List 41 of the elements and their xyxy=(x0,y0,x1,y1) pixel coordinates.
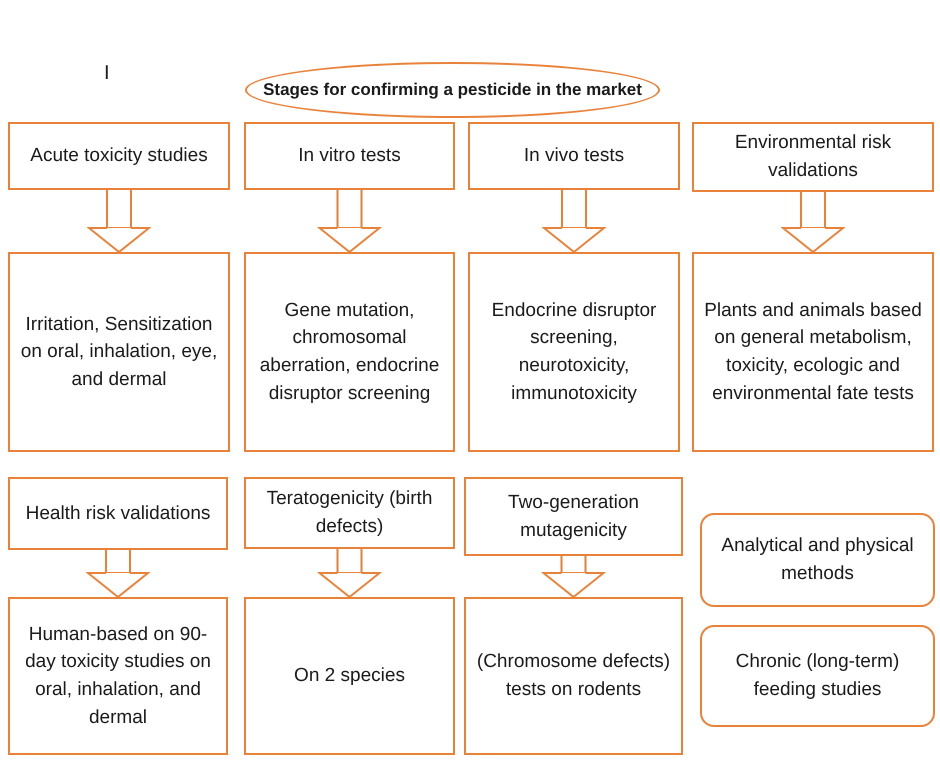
block-arrow xyxy=(318,189,380,253)
rounded-box xyxy=(700,513,935,607)
box-text: Teratogenicity (birth defects) xyxy=(266,487,434,539)
box-text: Gene mutation, chromosomal aberration, endocrine disruptor screening xyxy=(258,298,440,406)
block-arrow xyxy=(782,191,844,253)
block-arrow xyxy=(87,549,149,598)
process-box xyxy=(8,122,230,190)
block-arrow xyxy=(543,189,605,253)
box-text: Environmental risk validations xyxy=(734,131,892,183)
box-text: Analytical and physical methods xyxy=(720,534,915,586)
block-arrow xyxy=(318,548,380,598)
process-box xyxy=(468,252,680,452)
box-text: Health risk validations xyxy=(26,502,210,526)
box-text: Endocrine disruptor screening, neurotoxicity, immunotoxicity xyxy=(490,298,658,406)
box-text: In vitro tests xyxy=(298,144,401,168)
process-box xyxy=(8,597,228,755)
block-arrow xyxy=(88,189,150,253)
process-box xyxy=(8,477,228,550)
box-text: Human-based on 90-day toxicity studies on oral, inhalation, and dermal xyxy=(24,622,212,730)
process-box xyxy=(692,122,934,192)
box-text: On 2 species xyxy=(294,664,405,688)
box-text: Chronic (long-term) feeding studies xyxy=(734,650,900,702)
box-text: Irritation, Sensitization on oral, inhalation, eye, and dermal xyxy=(20,312,218,392)
box-text: Plants and animals based on general metabolism, toxicity, ecologic and environmental fate tests xyxy=(704,298,922,406)
process-box xyxy=(244,252,455,452)
box-text: Two-generation mutagenicity xyxy=(507,490,640,542)
process-box xyxy=(8,252,230,452)
process-box xyxy=(244,597,455,755)
block-arrow xyxy=(542,555,604,598)
process-box xyxy=(464,477,683,556)
process-box xyxy=(244,122,455,190)
box-text: Acute toxicity studies xyxy=(30,144,208,168)
process-box xyxy=(692,252,934,452)
process-box xyxy=(464,597,683,755)
box-text: In vivo tests xyxy=(524,144,624,168)
box-text: (Chromosome defects) tests on rodents xyxy=(476,650,671,702)
panel-letter: I xyxy=(104,62,110,85)
rounded-box xyxy=(700,625,935,727)
box-text: Stages for confirming a pesticide in the market xyxy=(263,78,642,101)
process-box xyxy=(244,477,455,549)
process-box xyxy=(468,122,680,190)
